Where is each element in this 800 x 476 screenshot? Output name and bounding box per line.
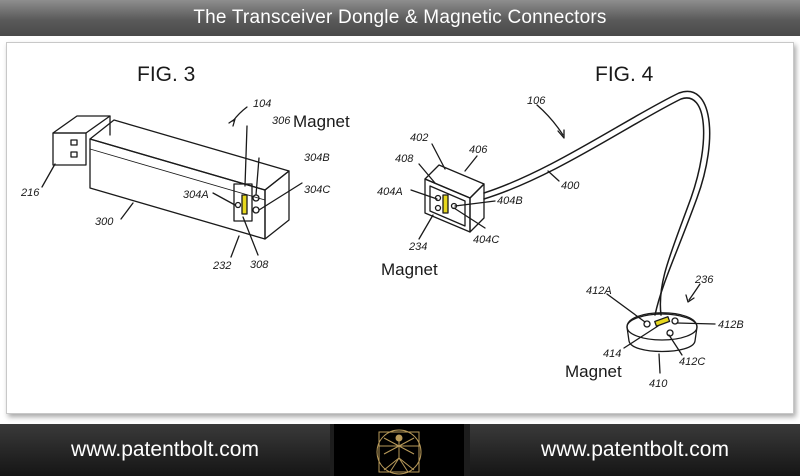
label-304b: 304B	[304, 152, 330, 164]
label-304a: 304A	[183, 189, 209, 201]
fig4-magnet-label-1: Magnet	[381, 260, 438, 279]
magnet-strip	[241, 194, 248, 215]
diagram-frame: FIG. 3 104 306 Magnet 304B 304A 304C 216…	[6, 42, 794, 414]
label-412c: 412C	[679, 356, 705, 368]
footer-url-right[interactable]: www.patentbolt.com	[470, 424, 800, 476]
footer-url-left[interactable]: www.patentbolt.com	[0, 424, 330, 476]
label-404b: 404B	[497, 195, 523, 207]
label-414: 414	[603, 348, 621, 360]
page-title: The Transceiver Dongle & Magnetic Connec…	[0, 0, 800, 36]
label-104: 104	[253, 98, 271, 110]
vitruvian-logo-icon	[376, 429, 422, 475]
label-232: 232	[212, 260, 231, 272]
magnet-strip	[442, 194, 449, 214]
label-300: 300	[95, 216, 114, 228]
label-410: 410	[649, 378, 668, 390]
label-404a: 404A	[377, 186, 403, 198]
fig3-title: FIG. 3	[137, 63, 195, 86]
label-306: 306	[272, 115, 291, 127]
label-308: 308	[250, 259, 269, 271]
label-400: 400	[561, 180, 580, 192]
label-106: 106	[527, 95, 546, 107]
label-412a: 412A	[586, 285, 612, 297]
fig4-magnet-label-2: Magnet	[565, 362, 622, 381]
label-408: 408	[395, 153, 414, 165]
cable-connector-drawing	[424, 90, 711, 353]
label-402: 402	[410, 132, 428, 144]
label-406: 406	[469, 144, 488, 156]
usb-dongle-drawing	[52, 115, 290, 240]
label-236: 236	[694, 274, 714, 286]
label-412b: 412B	[718, 319, 744, 331]
magnet-strip	[654, 316, 671, 327]
label-304c: 304C	[304, 184, 330, 196]
fig4-title: FIG. 4	[595, 63, 654, 86]
footer-bar: www.patentbolt.com www.patentbolt	[0, 424, 800, 476]
label-234: 234	[408, 241, 427, 253]
fig3-magnet-label: Magnet	[293, 112, 350, 131]
label-404c: 404C	[473, 234, 499, 246]
label-216: 216	[20, 187, 40, 199]
vitruvian-logo	[334, 424, 464, 476]
patent-diagram: FIG. 3 104 306 Magnet 304B 304A 304C 216…	[20, 63, 744, 390]
